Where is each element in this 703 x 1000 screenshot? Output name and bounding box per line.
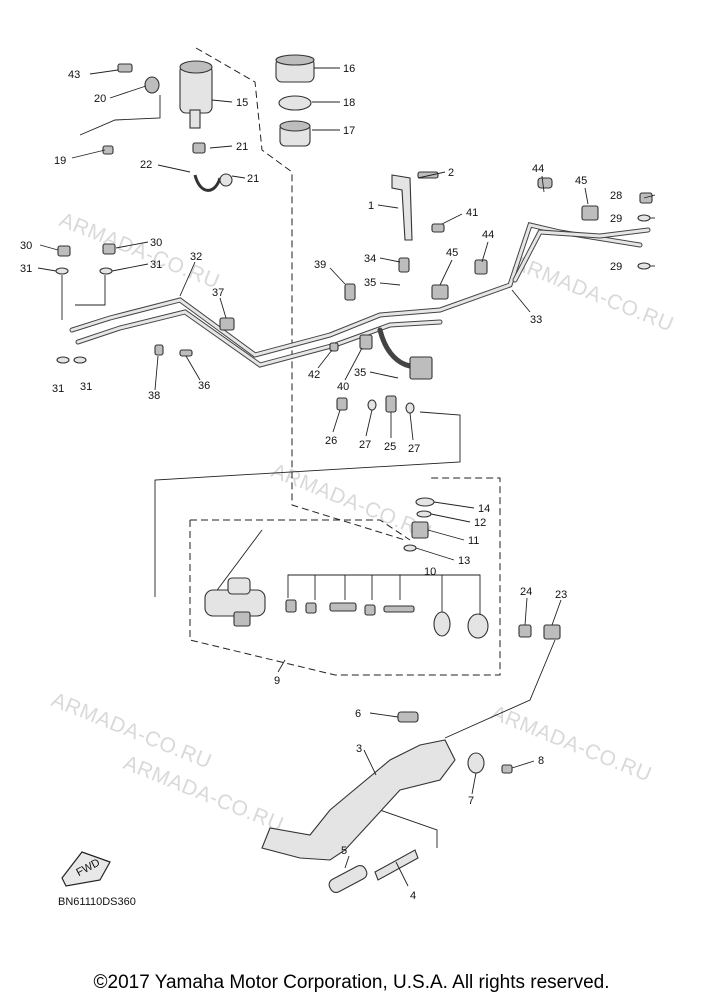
union-group [403, 497, 435, 552]
master-cylinder [204, 574, 561, 640]
callout-34: 34 [364, 253, 376, 265]
callout-6: 6 [355, 708, 361, 720]
callout-11: 11 [468, 535, 479, 547]
brake-pedal [261, 711, 513, 894]
callout-31: 31 [20, 263, 32, 275]
callout-35: 35 [354, 367, 366, 379]
callout-19: 19 [54, 155, 66, 167]
callout-27: 27 [359, 439, 371, 451]
callout-27: 27 [408, 443, 420, 455]
brake-hoses [69, 174, 651, 369]
callout-8: 8 [538, 755, 544, 767]
callout-44: 44 [482, 229, 494, 241]
assembly-lines [61, 47, 556, 848]
callout-37: 37 [212, 287, 224, 299]
callout-18: 18 [343, 97, 355, 109]
callout-29: 29 [610, 213, 622, 225]
callout-31: 31 [150, 259, 162, 271]
callout-21: 21 [247, 173, 259, 185]
callout-17: 17 [343, 125, 355, 137]
callout-39: 39 [314, 259, 326, 271]
callout-31: 31 [52, 383, 64, 395]
callout-35: 35 [364, 277, 376, 289]
callout-1: 1 [368, 200, 374, 212]
callout-7: 7 [468, 795, 474, 807]
callout-24: 24 [520, 586, 532, 598]
callout-10: 10 [424, 566, 436, 578]
callout-23: 23 [555, 589, 567, 601]
callout-45: 45 [575, 175, 587, 187]
callout-40: 40 [337, 381, 349, 393]
callout-22: 22 [140, 159, 152, 171]
fwd-arrow-icon: FWD [61, 851, 111, 887]
callout-31: 31 [80, 381, 92, 393]
callout-44: 44 [532, 163, 544, 175]
callout-29: 29 [610, 261, 622, 273]
callout-26: 26 [325, 435, 337, 447]
callout-2: 2 [448, 167, 454, 179]
callout-28: 28 [610, 190, 622, 202]
callout-12: 12 [474, 517, 486, 529]
diagram-code: BN61110DS360 [58, 896, 136, 908]
callout-30: 30 [150, 237, 162, 249]
left-fasteners [55, 243, 116, 364]
callout-36: 36 [198, 380, 210, 392]
callout-45: 45 [446, 247, 458, 259]
copyright-notice: ©2017 Yamaha Motor Corporation, U.S.A. A… [93, 972, 610, 993]
callout-15: 15 [236, 97, 248, 109]
callout-20: 20 [94, 93, 106, 105]
callout-42: 42 [308, 369, 320, 381]
callout-13: 13 [458, 555, 470, 567]
callout-25: 25 [384, 441, 396, 453]
callout-21: 21 [236, 141, 248, 153]
callout-38: 38 [148, 390, 160, 402]
fitting-group [336, 395, 415, 414]
callout-30: 30 [20, 240, 32, 252]
watermark: ARMADA-CO.RU [488, 701, 655, 786]
callout-9: 9 [274, 675, 280, 687]
watermark-layer: ARMADA-CO.RU ARMADA-CO.RU ARMADA-CO.RU A… [48, 208, 677, 836]
reservoir-group [102, 54, 315, 187]
callout-33: 33 [530, 314, 542, 326]
callout-16: 16 [343, 63, 355, 75]
callout-labels: 43 20 19 15 16 18 17 21 21 22 2 1 41 44 … [20, 63, 622, 902]
callout-32: 32 [190, 251, 202, 263]
callout-leaders [37, 67, 656, 887]
callout-4: 4 [410, 890, 416, 902]
callout-14: 14 [478, 503, 490, 515]
callout-41: 41 [466, 207, 478, 219]
callout-43: 43 [68, 69, 80, 81]
callout-5: 5 [341, 845, 347, 857]
callout-3: 3 [356, 743, 362, 755]
